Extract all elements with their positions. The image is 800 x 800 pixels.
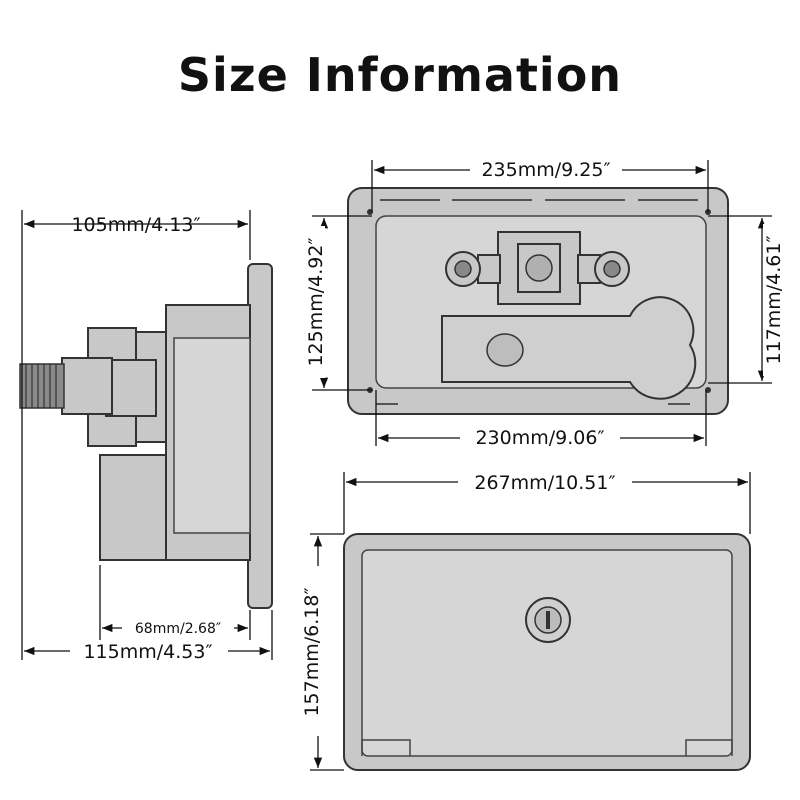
side-nut (61, 357, 113, 415)
side-box-face (173, 337, 251, 534)
dim-front-height: 157mm/6.18″ (301, 587, 323, 716)
dim-back-left: 125mm/4.92″ (305, 237, 327, 366)
side-thread (19, 363, 65, 409)
dim-back-top: 235mm/9.25″ (481, 159, 610, 181)
side-valve-core (105, 359, 157, 417)
side-lower-block (99, 454, 167, 561)
back-view: 235mm/9.25″ 125mm/4.92″ 117mm/4.61″ 230m… (305, 156, 785, 449)
dim-side-body: 68mm/2.68″ (135, 621, 221, 637)
dim-side-overall: 105mm/4.13″ (71, 214, 200, 236)
front-view: 267mm/10.51″ 157mm/6.18″ (300, 470, 751, 771)
side-flange (247, 263, 273, 609)
back-channel (441, 296, 697, 400)
dim-front-width: 267mm/10.51″ (474, 472, 615, 494)
dim-back-bottom: 230mm/9.06″ (475, 427, 604, 449)
dim-side-total: 115mm/4.53″ (83, 641, 212, 663)
dim-back-right: 117mm/4.61″ (763, 235, 785, 364)
side-view: 105mm/4.13″ 68mm/2.68″ 115mm/4.53″ (19, 210, 273, 663)
front-door (361, 549, 733, 757)
page-title: Size Information (177, 48, 623, 102)
